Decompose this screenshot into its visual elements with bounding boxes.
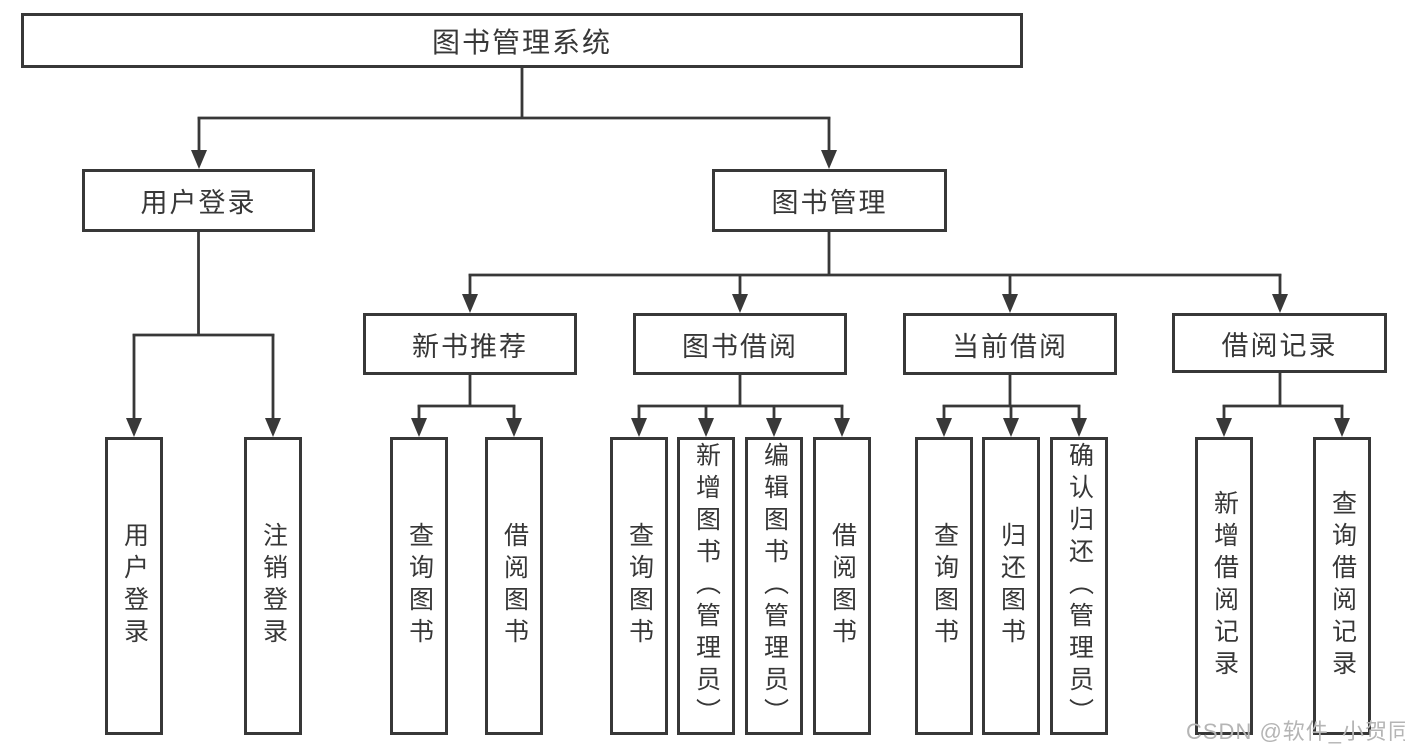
node-book-borrowing: 图书借阅 — [633, 313, 847, 375]
node-label: 图书管理系统 — [431, 26, 612, 58]
node-label: 确认归还（管理员） — [1065, 442, 1094, 730]
node-label: 借阅图书 — [828, 522, 857, 650]
node-book-management: 图书管理 — [712, 169, 947, 232]
node-borrow-records: 借阅记录 — [1172, 313, 1387, 373]
node-label: 查询图书 — [405, 522, 434, 650]
node-label: 编辑图书（管理员） — [760, 442, 789, 730]
node-label: 新增借阅记录 — [1210, 490, 1239, 682]
node-label: 用户登录 — [120, 522, 149, 650]
node-borrowing-edit-book-admin: 编辑图书（管理员） — [745, 437, 803, 735]
node-borrowing-query-book: 查询图书 — [610, 437, 668, 735]
node-record-add-borrow-record: 新增借阅记录 — [1195, 437, 1253, 735]
node-new-book-recommend: 新书推荐 — [363, 313, 577, 375]
node-borrowing-add-book-admin: 新增图书（管理员） — [677, 437, 735, 735]
node-label: 图书管理 — [771, 188, 888, 218]
node-label: 借阅记录 — [1221, 330, 1338, 361]
node-current-return-book: 归还图书 — [982, 437, 1040, 735]
node-label: 查询借阅记录 — [1328, 490, 1357, 682]
node-label: 查询图书 — [930, 522, 959, 650]
node-label: 归还图书 — [997, 522, 1026, 650]
node-current-confirm-return-admin: 确认归还（管理员） — [1050, 437, 1108, 735]
node-recommend-query-book: 查询图书 — [390, 437, 448, 735]
node-label: 用户登录 — [140, 188, 257, 218]
csdn-watermark: CSDN @软件_小贺同学 — [1186, 719, 1405, 744]
node-current-borrowing: 当前借阅 — [903, 313, 1117, 375]
node-label: 当前借阅 — [952, 331, 1068, 362]
node-label: 注销登录 — [259, 522, 288, 650]
node-record-query-borrow-record: 查询借阅记录 — [1313, 437, 1371, 735]
node-leaf-user-login: 用户登录 — [105, 437, 163, 735]
node-label: 图书借阅 — [682, 331, 798, 362]
node-borrowing-borrow-book: 借阅图书 — [813, 437, 871, 735]
node-label: 借阅图书 — [500, 522, 529, 650]
node-user-login: 用户登录 — [82, 169, 315, 232]
node-recommend-borrow-book: 借阅图书 — [485, 437, 543, 735]
node-label: 新增图书（管理员） — [692, 442, 721, 730]
node-label: 查询图书 — [625, 522, 654, 650]
node-current-query-book: 查询图书 — [915, 437, 973, 735]
node-label: 新书推荐 — [412, 331, 528, 362]
node-library-system: 图书管理系统 — [21, 13, 1023, 68]
node-leaf-logout: 注销登录 — [244, 437, 302, 735]
